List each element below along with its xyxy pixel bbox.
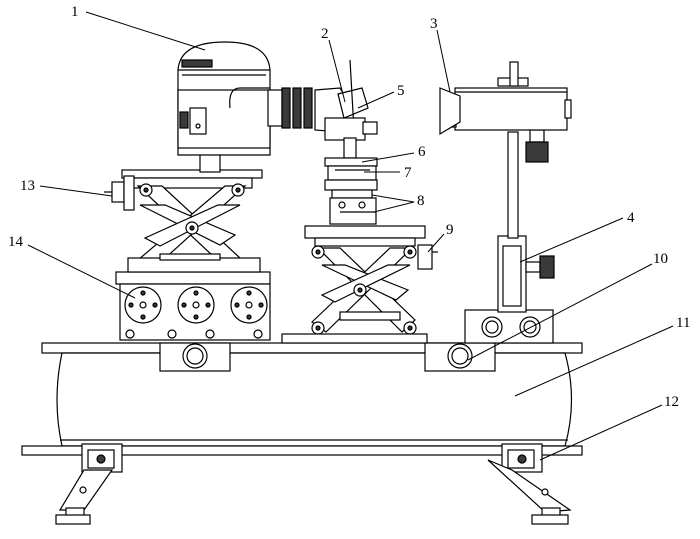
left-foot: [55, 443, 123, 525]
right-stand: [439, 61, 572, 344]
callout-9: 9: [446, 222, 454, 238]
leader-lines: [27, 11, 674, 461]
left-lab-jack: [104, 169, 263, 273]
callout-8: 8: [417, 193, 425, 209]
rail-base: [21, 342, 583, 456]
callout-3: 3: [430, 16, 438, 32]
rotating-stage: [324, 157, 378, 225]
left-mount-block: [115, 271, 271, 341]
middle-lab-jack: [281, 225, 438, 344]
callout-2: 2: [321, 26, 329, 42]
callout-4: 4: [627, 210, 635, 226]
callout-14: 14: [8, 234, 24, 250]
callout-6: 6: [418, 144, 426, 160]
callout-7: 7: [404, 165, 412, 181]
callout-12: 12: [664, 394, 679, 410]
callout-labels: 1 2 3 4 5 6 7 8 9 10 11 12 13 14: [8, 4, 690, 410]
right-foot: [487, 443, 572, 525]
callout-1: 1: [71, 4, 79, 20]
light-source: [177, 41, 271, 173]
lens-assembly: [267, 59, 378, 159]
callout-10: 10: [653, 251, 668, 267]
callout-5: 5: [397, 83, 405, 99]
callout-13: 13: [20, 178, 35, 194]
callout-11: 11: [676, 315, 690, 331]
